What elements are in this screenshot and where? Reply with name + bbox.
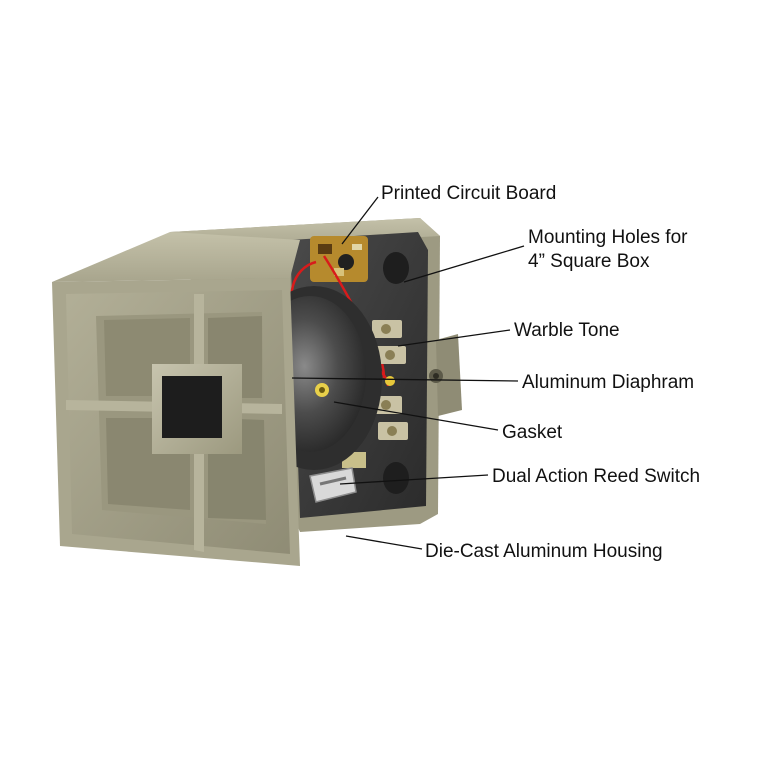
- leader-diaphram: [291, 377, 519, 382]
- leader-housing: [345, 535, 423, 550]
- front-horn: [52, 232, 300, 566]
- label-aluminum-diaphram: Aluminum Diaphram: [522, 372, 695, 393]
- leader-warble: [397, 329, 511, 347]
- label-mounting-holes: Mounting Holes for 4” Square Box: [528, 226, 687, 274]
- printed-circuit-board: [310, 236, 368, 282]
- leader-reed: [339, 474, 489, 485]
- label-housing: Die-Cast Aluminum Housing: [425, 541, 663, 562]
- label-printed-circuit-board: Printed Circuit Board: [381, 183, 557, 204]
- mounting-hole-bottom: [383, 462, 409, 494]
- terminal-2: [376, 346, 406, 364]
- label-warble-tone: Warble Tone: [514, 320, 620, 341]
- leader-gasket: [333, 401, 499, 431]
- label-mounting-line1: Mounting Holes for: [528, 227, 688, 248]
- leader-lines: [291, 196, 525, 550]
- leader-mounting: [403, 245, 525, 283]
- label-reed-switch: Dual Action Reed Switch: [492, 466, 701, 487]
- terminal-1: [372, 320, 402, 338]
- label-gasket: Gasket: [502, 422, 563, 443]
- leader-pcb: [341, 196, 379, 245]
- mounting-hole-top: [383, 252, 409, 284]
- terminal-4: [378, 422, 408, 440]
- label-mounting-line2: 4” Square Box: [528, 251, 650, 272]
- reed-switch: [309, 452, 366, 503]
